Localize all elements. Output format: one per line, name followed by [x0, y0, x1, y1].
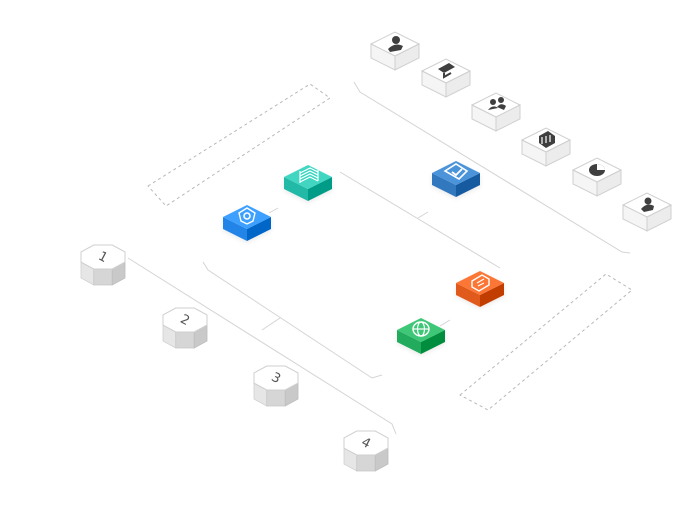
colored-block-1	[223, 205, 271, 241]
prism-top	[162, 307, 208, 333]
server-rack-icon	[299, 167, 319, 183]
cube-right	[596, 169, 622, 197]
colored-block-group	[223, 161, 504, 354]
numbered-steps: 12 3 4	[80, 244, 389, 472]
monitor-icon	[438, 63, 455, 79]
colored-block-4	[456, 271, 504, 307]
building-icon	[539, 131, 555, 148]
cube-right	[394, 43, 420, 71]
prism-top	[80, 244, 126, 270]
colored-block-3	[432, 161, 480, 197]
gray-cube-2	[420, 58, 472, 98]
step-2: 2	[162, 307, 208, 349]
prism-face	[175, 331, 195, 349]
block-top	[397, 318, 445, 342]
globe-icon	[412, 321, 430, 337]
step-3: 3	[253, 365, 299, 407]
block-top	[284, 165, 332, 189]
block-top	[432, 161, 480, 185]
step-1: 1	[80, 244, 126, 286]
gray-cube-5	[571, 157, 623, 197]
connector-lines	[127, 81, 631, 435]
scroll-icon	[471, 274, 490, 292]
block-right	[456, 173, 480, 197]
prism-face	[356, 454, 376, 472]
gray-cube-3	[470, 92, 522, 132]
step-4: 4	[343, 430, 389, 472]
block-left	[397, 330, 421, 354]
block-left	[223, 217, 247, 241]
prism-face	[266, 389, 286, 407]
cube-right	[445, 70, 471, 98]
prism-face	[93, 268, 113, 286]
shield-gear-icon	[238, 207, 256, 225]
people-icon	[488, 97, 506, 110]
prism-top	[343, 430, 389, 456]
block-top	[223, 205, 271, 229]
person-bust-icon	[641, 197, 654, 212]
colored-block-2	[284, 165, 332, 201]
shield-check-icon	[443, 163, 469, 180]
block-right	[421, 330, 445, 354]
gray-cube-4	[520, 127, 572, 167]
pie-chart-icon	[589, 164, 605, 176]
cube-right	[495, 104, 521, 132]
block-right	[308, 177, 332, 201]
dashed-frame-top-left	[147, 83, 331, 207]
prism-top	[253, 365, 299, 391]
gray-icon-row	[369, 31, 673, 232]
cube-right	[646, 204, 672, 232]
gray-cube-6	[621, 192, 673, 232]
colored-block-5	[397, 318, 445, 354]
block-left	[456, 283, 480, 307]
dashed-frame-bottom-right	[459, 273, 633, 411]
block-right	[247, 217, 271, 241]
block-left	[284, 177, 308, 201]
block-top	[456, 271, 504, 295]
gray-cube-1	[369, 31, 421, 71]
cube-right	[545, 139, 571, 167]
block-left	[432, 173, 456, 197]
block-right	[480, 283, 504, 307]
user-icon	[388, 36, 403, 52]
